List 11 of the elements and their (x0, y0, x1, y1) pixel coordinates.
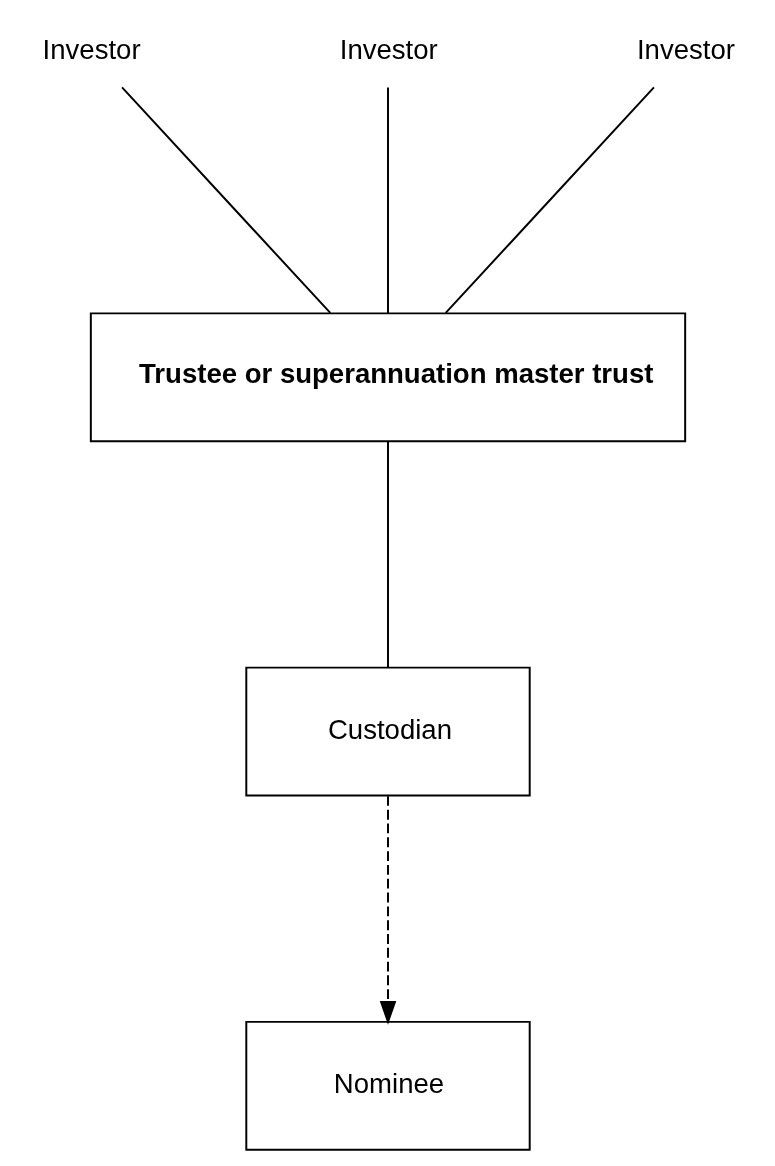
node-box: Trustee or superannuation master trust (89, 312, 686, 443)
node-text: Investor (339, 33, 438, 65)
connector (386, 440, 389, 669)
node-text: Investor (636, 33, 735, 65)
arrow (379, 795, 396, 1025)
node-text: Investor (42, 33, 141, 65)
node-box: Nominee (244, 1020, 531, 1151)
connector (120, 86, 331, 314)
node-box: Custodian (244, 666, 531, 797)
connector (444, 86, 655, 314)
connector (386, 86, 389, 314)
